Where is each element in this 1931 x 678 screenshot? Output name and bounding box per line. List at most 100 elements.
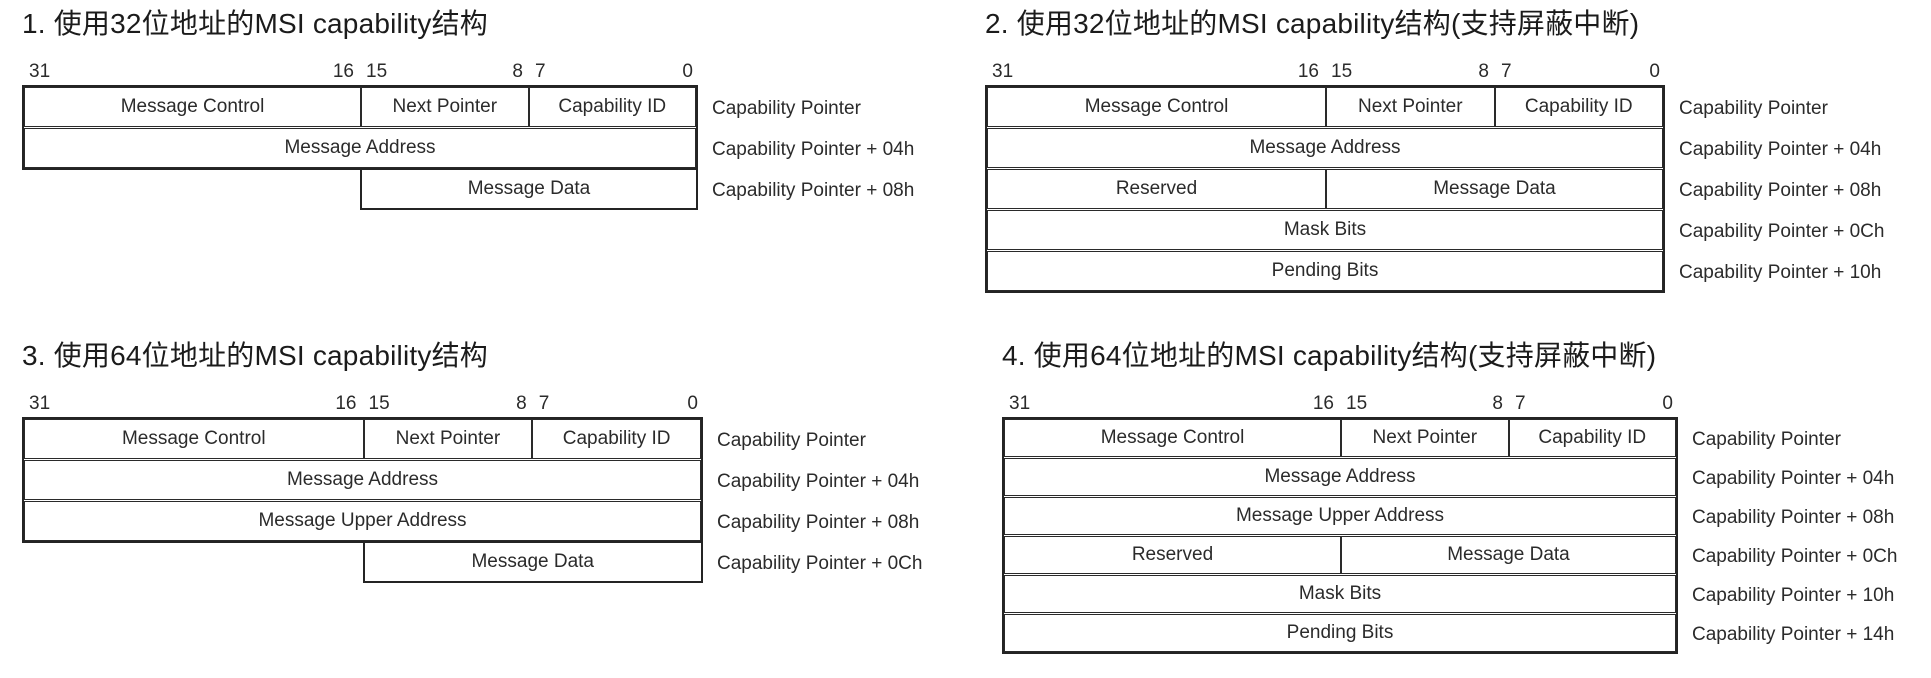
- bit-label: 0: [1662, 393, 1673, 414]
- bit-label: 7: [1515, 393, 1526, 414]
- register-row: Reserved Message Data: [1004, 536, 1676, 574]
- register-box: Message Control Next Pointer Capability …: [22, 85, 698, 170]
- register-row: Message Address: [24, 128, 696, 168]
- register-field: Capability ID: [527, 88, 696, 126]
- offset-label: Capability Pointer: [1679, 97, 1828, 119]
- bit-label: 31: [29, 393, 51, 414]
- bit-ruler: 31 16 15 8 7 0: [22, 393, 703, 415]
- offset-label: Capability Pointer + 0Ch: [1692, 545, 1898, 567]
- offset-label: Capability Pointer + 08h: [1679, 179, 1882, 201]
- register-field: Next Pointer: [362, 420, 532, 458]
- register-field: Message Address: [284, 137, 436, 158]
- register-field: Next Pointer: [1325, 88, 1494, 126]
- register-field: Message Control: [120, 96, 265, 117]
- offset-label: Capability Pointer + 08h: [712, 179, 915, 201]
- offset-label: Capability Pointer + 04h: [712, 138, 915, 160]
- offset-label: Capability Pointer + 10h: [1679, 261, 1882, 283]
- register-row: Message Control Next Pointer Capability …: [987, 87, 1663, 127]
- bit-label: 7: [535, 61, 546, 82]
- diagram-msi-32bit-maskable: 2. 使用32位地址的MSI capability结构(支持屏蔽中断) 31 1…: [985, 6, 1884, 293]
- diagram-title: 2. 使用32位地址的MSI capability结构(支持屏蔽中断): [985, 8, 1640, 39]
- register-field: Message Address: [286, 469, 439, 490]
- register-row: Mask Bits: [1004, 575, 1676, 613]
- bit-label: 8: [1492, 393, 1503, 414]
- offset-label: Capability Pointer + 08h: [1692, 506, 1895, 528]
- offset-label: Capability Pointer + 08h: [717, 511, 920, 533]
- offset-label: Capability Pointer + 04h: [717, 470, 920, 492]
- register-box: Message Control Next Pointer Capability …: [985, 85, 1665, 293]
- bit-ruler: 31 16 15 8 7 0: [1002, 393, 1678, 415]
- register-row: Message Control Next Pointer Capability …: [24, 87, 696, 127]
- bit-label: 16: [1297, 61, 1319, 82]
- register-box: Message Control Next Pointer Capability …: [22, 417, 703, 543]
- register-field: Message Data: [1340, 537, 1675, 573]
- register-field: Message Address: [1249, 137, 1401, 158]
- diagram-body: Message Control Next Pointer Capability …: [985, 85, 1884, 293]
- register-row: Message Upper Address: [1004, 497, 1676, 535]
- diagram-msi-32bit: 1. 使用32位地址的MSI capability结构 31 16 15 8 7…: [22, 6, 914, 211]
- register-field: Capability ID: [1507, 420, 1676, 456]
- bit-label: 8: [1478, 61, 1489, 82]
- offset-label: Capability Pointer + 14h: [1692, 623, 1895, 645]
- offset-label: Capability Pointer + 0Ch: [1679, 220, 1885, 242]
- register-field: Capability ID: [531, 420, 700, 458]
- register-row: Message Data: [362, 543, 703, 583]
- offset-column: Capability Pointer Capability Pointer + …: [1665, 85, 1884, 293]
- register-table: Message Control Next Pointer Capability …: [1002, 417, 1678, 654]
- register-row: Pending Bits: [1004, 614, 1676, 652]
- bit-ruler: 31 16 15 8 7 0: [985, 61, 1665, 83]
- diagram-body: Message Control Next Pointer Capability …: [1002, 417, 1897, 654]
- bit-label: 15: [366, 61, 388, 82]
- register-field: Message Data: [471, 551, 594, 572]
- register-field: Message Control: [1100, 427, 1245, 448]
- register-field: Message Data: [467, 178, 591, 199]
- diagram-body: Message Control Next Pointer Capability …: [22, 417, 922, 584]
- bit-label: 16: [1312, 393, 1334, 414]
- bit-label: 0: [687, 393, 698, 414]
- register-box: Message Control Next Pointer Capability …: [1002, 417, 1678, 654]
- bit-label: 15: [368, 393, 390, 414]
- register-row: Message Address: [987, 128, 1663, 168]
- diagram-title: 3. 使用64位地址的MSI capability结构: [22, 340, 488, 371]
- register-field: Message Data: [1325, 170, 1662, 208]
- offset-column: Capability Pointer Capability Pointer + …: [703, 417, 922, 584]
- offset-label: Capability Pointer + 0Ch: [717, 552, 923, 574]
- register-table: Message Control Next Pointer Capability …: [22, 85, 698, 210]
- offset-column: Capability Pointer Capability Pointer + …: [1678, 417, 1897, 654]
- bit-label: 7: [538, 393, 550, 414]
- offset-label: Capability Pointer + 04h: [1692, 467, 1895, 489]
- register-field: Message Upper Address: [258, 510, 467, 531]
- register-field: Reserved: [1115, 178, 1198, 199]
- diagram-body: Message Control Next Pointer Capability …: [22, 85, 914, 211]
- bit-label: 8: [512, 61, 523, 82]
- register-row: Message Control Next Pointer Capability …: [24, 419, 701, 459]
- bit-label: 31: [29, 61, 51, 82]
- offset-column: Capability Pointer Capability Pointer + …: [698, 85, 914, 211]
- register-field: Next Pointer: [1340, 420, 1508, 456]
- register-field: Mask Bits: [1298, 583, 1382, 604]
- register-row: Message Address: [1004, 458, 1676, 496]
- register-field: Message Control: [1084, 96, 1229, 117]
- diagram-title: 4. 使用64位地址的MSI capability结构(支持屏蔽中断): [1002, 340, 1657, 371]
- register-row: Mask Bits: [987, 210, 1663, 250]
- diagram-title: 1. 使用32位地址的MSI capability结构: [22, 8, 488, 39]
- register-row: Pending Bits: [987, 251, 1663, 291]
- register-field: Message Address: [1264, 466, 1416, 487]
- register-table: Message Control Next Pointer Capability …: [22, 417, 703, 583]
- register-field: Pending Bits: [1271, 260, 1379, 281]
- bit-label: 15: [1346, 393, 1368, 414]
- offset-label: Capability Pointer + 04h: [1679, 138, 1882, 160]
- register-field: Next Pointer: [360, 88, 528, 126]
- bit-label: 16: [332, 61, 354, 82]
- register-field: Message Control: [121, 428, 266, 449]
- bit-label: 0: [682, 61, 693, 82]
- register-row: Message Address: [24, 460, 701, 500]
- bit-ruler: 31 16 15 8 7 0: [22, 61, 698, 83]
- register-row: Message Data: [360, 170, 698, 210]
- offset-label: Capability Pointer: [712, 97, 861, 119]
- register-row: Message Upper Address: [24, 501, 701, 541]
- register-field: Message Upper Address: [1235, 505, 1445, 526]
- bit-label: 31: [992, 61, 1014, 82]
- bit-label: 8: [516, 393, 527, 414]
